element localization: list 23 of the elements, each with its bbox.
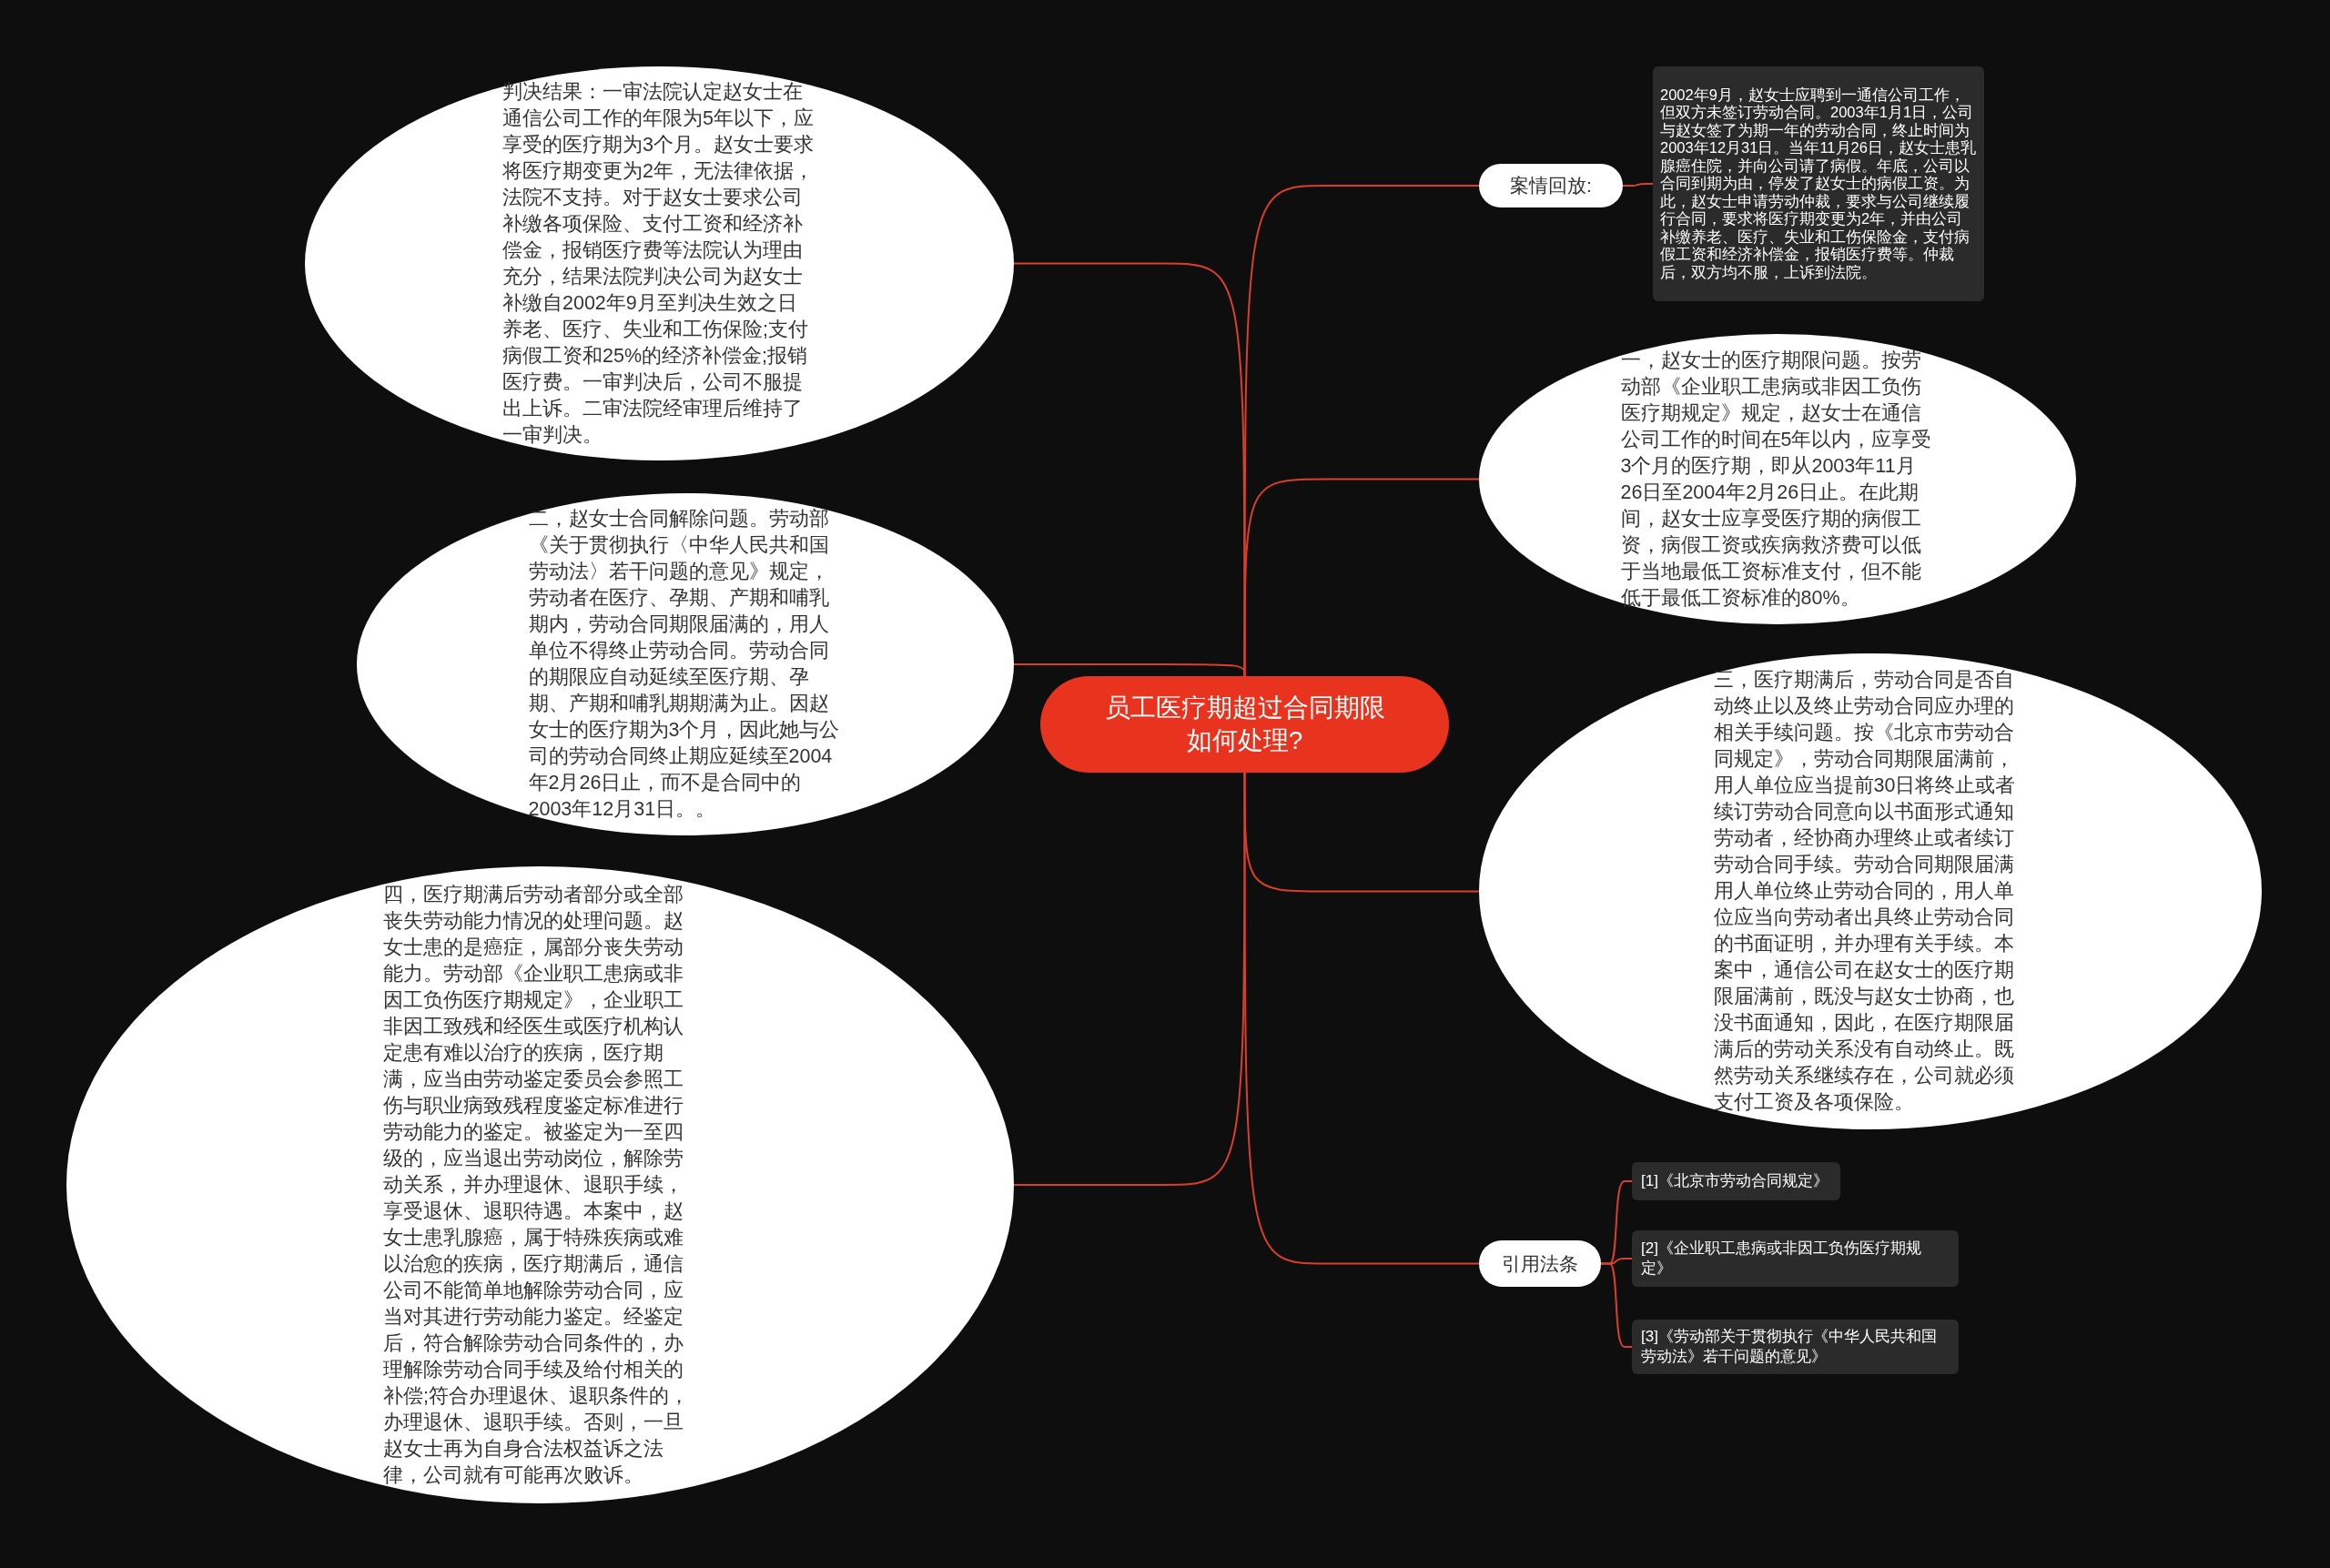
reference-text: [3]《劳动部关于贯彻执行《中华人民共和国劳动法》若干问题的意见》 xyxy=(1641,1327,1938,1367)
paragraph-text: 四，医疗期满后劳动者部分或全部丧失劳动能力情况的处理问题。赵女士患的是癌症，属部分丧失劳动能力。劳动部《企业职工患病或非因工负伤医疗期规定》，企业职工非因工致残和经医生或医疗机构认定患有难以治疗的疾病，医疗期满，应当由劳动鉴定委员会参照工伤与职业病致残程度鉴定标准进行劳动能力的鉴定。被鉴定为一至四级的，应当退出劳动岗位，解除劳动关系，并办理退休、退职手续，享受退休、退职待遇。本案中，赵女士患乳腺癌，属于特殊疾病或难以治愈的疾病，医疗期满后，通信公司不能简单地解除劳动合同，应当对其进行劳动能力鉴定。经鉴定后，符合解除劳动合同条件的，办理解除劳动合同手续及给付相关的补偿;符合办理退休、退职条件的，办理退休、退职手续。否则，一旦赵女士再为自身合法权益诉之法律，公司就有可能再次败诉。 xyxy=(383,882,690,1488)
branch-label: 案情回放: xyxy=(1510,174,1592,198)
paragraph-text: 二，赵女士合同解除问题。劳动部《关于贯彻执行〈中华人民共和国劳动法〉若干问题的意见》规定，劳动者在医疗、孕期、产期和哺乳期内，劳动合同期限届满的，用人单位不得终止劳动合同。劳动合同的期限应自动延续至医疗期、孕期、产期和哺乳期期满为止。因赵女士的医疗期为3个月，因此她与公司的劳动合同终止期应延续至2004年2月26日止，而不是合同中的2003年12月31日。。 xyxy=(528,507,841,822)
reference-text: [2]《企业职工患病或非因工负伤医疗期规定》 xyxy=(1641,1239,1922,1279)
branch-pill xyxy=(1479,164,1623,207)
connector-line xyxy=(1013,772,1246,1186)
paragraph-text: 一，赵女士的医疗期限问题。按劳动部《企业职工患病或非因工负伤医疗期规定》规定，赵女士在通信公司工作的时间在5年以内，应享受3个月的医疗期，即从2003年11月26日至2004年2月26日止。在此期间，赵女士应享受医疗期的病假工资，病假工资或疾病救济费可以低于当地最低工资标准支付，但不能低于最低工资标准的80%。 xyxy=(1620,348,1933,611)
note-card xyxy=(1653,66,1984,301)
connector-line xyxy=(1013,663,1246,677)
reference-text: [1]《北京市劳动合同规定》 xyxy=(1641,1171,1829,1191)
branch-pill xyxy=(1479,1240,1601,1287)
branch-label: 引用法条 xyxy=(1502,1251,1578,1276)
reference-card xyxy=(1632,1162,1840,1200)
paragraph-text: 2002年9月，赵女士应聘到一通信公司工作，但双方未签订劳动合同。2003年1月1日，公司与赵女签了为期一年的劳动合同，终止时间为2003年12月31日。当年11月26日，赵女士患乳腺癌住院，并向公司请了病假。年底，公司以合同到期为由，停发了赵女士的病假工资。为此，赵女士申请劳动仲裁，要求与公司继续履行合同，要求将医疗期变更为2年，并由公司补缴养老、医疗、失业和工伤保险金，支付病假工资和经济补偿金，报销医疗费等。仲裁后，双方均不服，上诉到法院。 xyxy=(1660,86,1977,282)
paragraph-text: 三，医疗期满后，劳动合同是否自动终止以及终止劳动合同应办理的相关手续问题。按《北京市劳动合同规定》，劳动合同期限届满前，用人单位应当提前30日将终止或者续订劳动合同意向以书面形式通知劳动者，经协商办理终止或者续订劳动合同手续。劳动合同期限届满用人单位终止劳动合同的，用人单位应当向劳动者出具终止劳动合同的书面证明，并办理有关手续。本案中，通信公司在赵女士的医疗期限届满前，既没与赵女士协商，也没书面通知，因此，在医疗期限届满后的劳动关系没有自动终止。既然劳动关系继续存在，公司就必须支付工资及各项保险。 xyxy=(1713,668,2017,1115)
paragraph-text: 判决结果：一审法院认定赵女士在通信公司工作的年限为5年以下，应享受的医疗期为3个月。赵女士要求将医疗期变更为2年，无法律依据，法院不支持。对于赵女士要求公司补缴各项保险、支付工资和经济补偿金，报销医疗费等法院认为理由充分，结果法院判决公司为赵女士补缴自2002年9月至判决生效之日养老、医疗、失业和工伤保险;支付病假工资和25%的经济补偿金;报销医疗费。一审判决后，公司不服提出上诉。二审法院经审理后维持了一审判决。 xyxy=(502,79,815,448)
topic-label: 员工医疗期超过合同期限如何处理? xyxy=(1103,693,1386,756)
connector-line xyxy=(1243,772,1480,1265)
connector-line xyxy=(1243,478,1480,677)
reference-card xyxy=(1632,1230,1959,1287)
reference-card xyxy=(1632,1320,1959,1374)
connector-line xyxy=(1622,183,1654,187)
